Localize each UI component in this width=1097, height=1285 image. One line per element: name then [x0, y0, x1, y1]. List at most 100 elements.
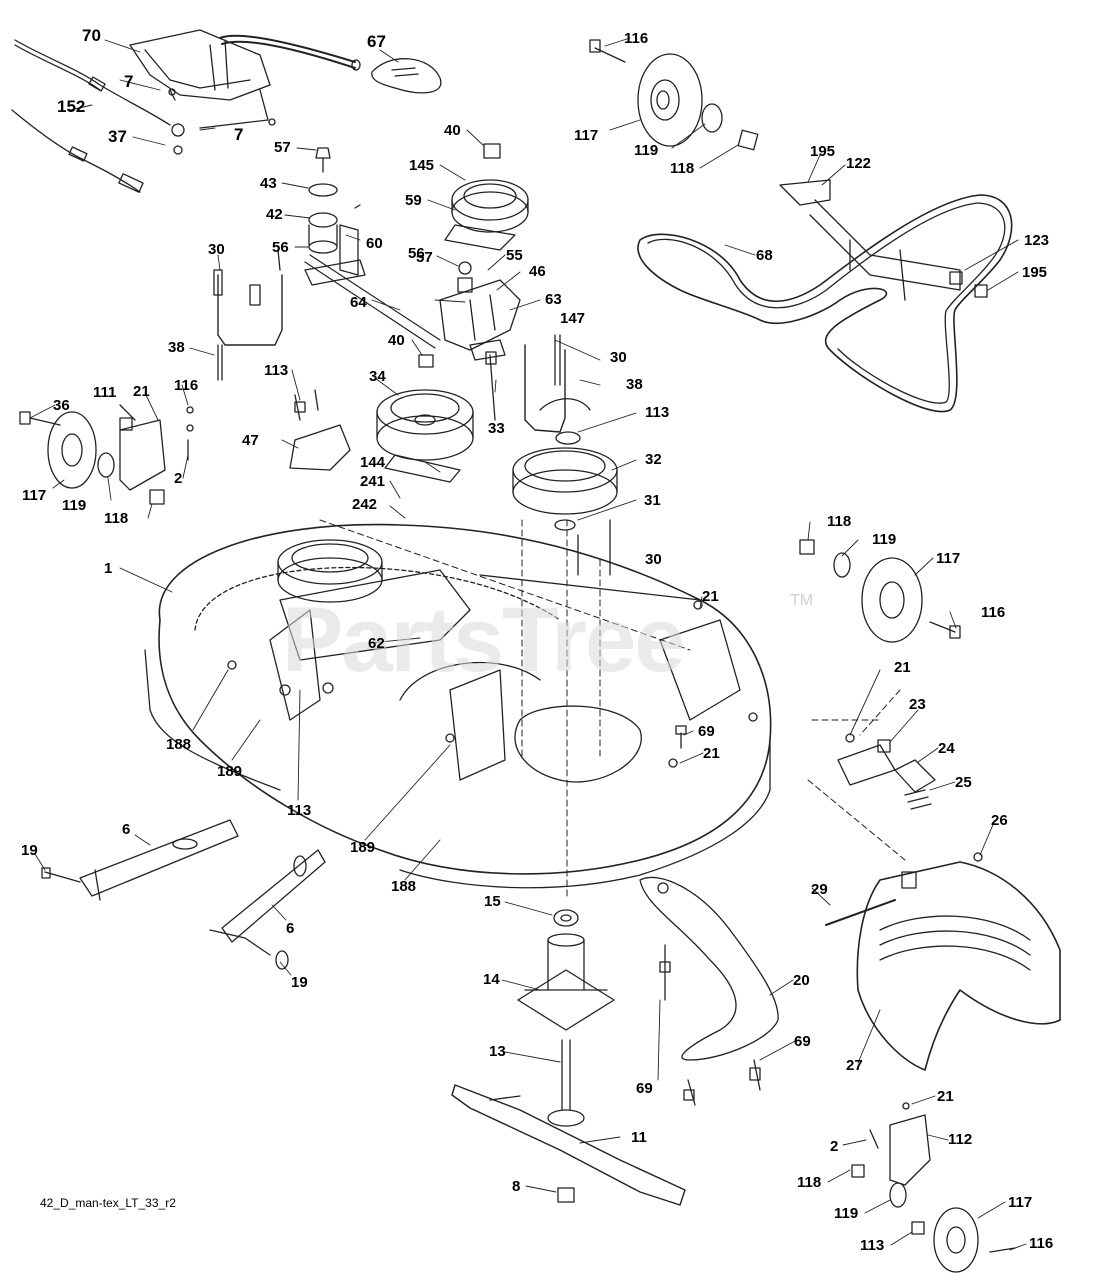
baffle-20 — [639, 876, 779, 1061]
callout: 23 — [909, 696, 926, 713]
callout: 30 — [208, 241, 225, 258]
callout: 2 — [830, 1138, 839, 1155]
callout: 42 — [266, 206, 283, 223]
callout: 11 — [631, 1129, 647, 1146]
mower-blade — [451, 1084, 686, 1206]
callout: 2 — [174, 470, 183, 487]
spindle-assembly — [517, 909, 615, 1127]
callout: 56 — [408, 245, 425, 262]
callout: 38 — [168, 339, 185, 356]
bracket-47 — [289, 389, 351, 471]
callout: 119 — [634, 142, 659, 159]
callout: 119 — [834, 1205, 859, 1222]
callout: 117 — [936, 550, 961, 567]
callout: 7 — [234, 125, 244, 144]
callout: 189 — [217, 763, 243, 780]
callout: 30 — [610, 349, 627, 366]
callout: 116 — [981, 604, 1006, 621]
lift-lever-assembly — [129, 29, 361, 129]
callout: 147 — [560, 310, 586, 327]
callout: 111 — [93, 384, 117, 401]
leader-lines — [29, 37, 1027, 1251]
callout: 6 — [122, 821, 131, 838]
callout: 46 — [529, 263, 546, 280]
callout: 36 — [53, 397, 70, 414]
callout: 59 — [405, 192, 422, 209]
watermark: PartsTree — [282, 589, 685, 691]
callout: 19 — [291, 974, 308, 991]
callout: 7 — [124, 72, 134, 91]
lower-right-wheel-assembly — [851, 1102, 1016, 1273]
callout: 20 — [793, 972, 810, 989]
callout: 69 — [698, 723, 715, 740]
lever-grip — [371, 58, 442, 94]
callout: 21 — [703, 745, 720, 762]
callout: 33 — [488, 420, 505, 437]
callout: 145 — [409, 157, 435, 174]
belt-guide-bracket — [779, 179, 988, 301]
pulley-32 — [512, 431, 618, 576]
callout: 144 — [360, 454, 386, 471]
callout: 8 — [512, 1178, 521, 1195]
callout: 117 — [574, 127, 599, 144]
callout: 68 — [756, 247, 773, 264]
callout: 56 — [272, 239, 289, 256]
callout: 188 — [391, 878, 417, 895]
chute-hardware — [837, 733, 983, 862]
center-dashed-lines — [319, 519, 906, 901]
callout: 189 — [350, 839, 376, 856]
callout: 67 — [367, 32, 386, 51]
discharge-chute — [825, 861, 1061, 1071]
callout: 37 — [108, 127, 127, 146]
callout: 116 — [1029, 1235, 1054, 1252]
callout: 26 — [991, 812, 1008, 829]
callout: 242 — [352, 496, 378, 513]
callout: 195 — [1022, 264, 1048, 281]
deck-pulley — [277, 539, 383, 603]
callout: 118 — [797, 1174, 822, 1191]
callout: 43 — [260, 175, 277, 192]
callout: 63 — [545, 291, 562, 308]
callout: 1 — [104, 560, 113, 577]
mower-deck — [144, 523, 772, 889]
callout: 21 — [937, 1088, 954, 1105]
right-wheel — [799, 539, 961, 643]
callout: 152 — [57, 97, 86, 116]
callout: 32 — [645, 451, 662, 468]
callout: 112 — [948, 1131, 973, 1148]
callout: 60 — [366, 235, 383, 252]
callout: 34 — [369, 368, 386, 385]
callout: 14 — [483, 971, 500, 988]
callout: 31 — [644, 492, 661, 509]
callout: 55 — [506, 247, 523, 264]
callout: 118 — [104, 510, 129, 527]
idler-bracket-assembly — [304, 143, 529, 368]
callout: 122 — [846, 155, 872, 172]
callout: 19 — [21, 842, 38, 859]
callout: 117 — [22, 487, 47, 504]
callout: 21 — [133, 383, 150, 400]
callout: 116 — [174, 377, 199, 394]
callout: 118 — [827, 513, 852, 530]
callout: 113 — [645, 404, 670, 421]
callout: 123 — [1024, 232, 1050, 249]
callout: 118 — [670, 160, 695, 177]
callout: 27 — [846, 1057, 863, 1074]
callout: 70 — [82, 26, 101, 45]
callout: 116 — [624, 30, 649, 47]
callout: 69 — [636, 1080, 653, 1097]
callout: 40 — [444, 122, 461, 139]
callout: 113 — [287, 802, 312, 819]
callout: 38 — [626, 376, 643, 393]
callout: 113 — [264, 362, 289, 379]
cables — [11, 39, 185, 193]
callout: 24 — [938, 740, 955, 757]
left-wheel-assembly — [19, 404, 194, 505]
callout: 47 — [242, 432, 259, 449]
callout: 195 — [810, 143, 836, 160]
callout: 13 — [489, 1043, 506, 1060]
rod-30-38-right — [485, 334, 591, 433]
arm-pivot-stack — [304, 147, 366, 286]
callout: 21 — [702, 588, 719, 605]
